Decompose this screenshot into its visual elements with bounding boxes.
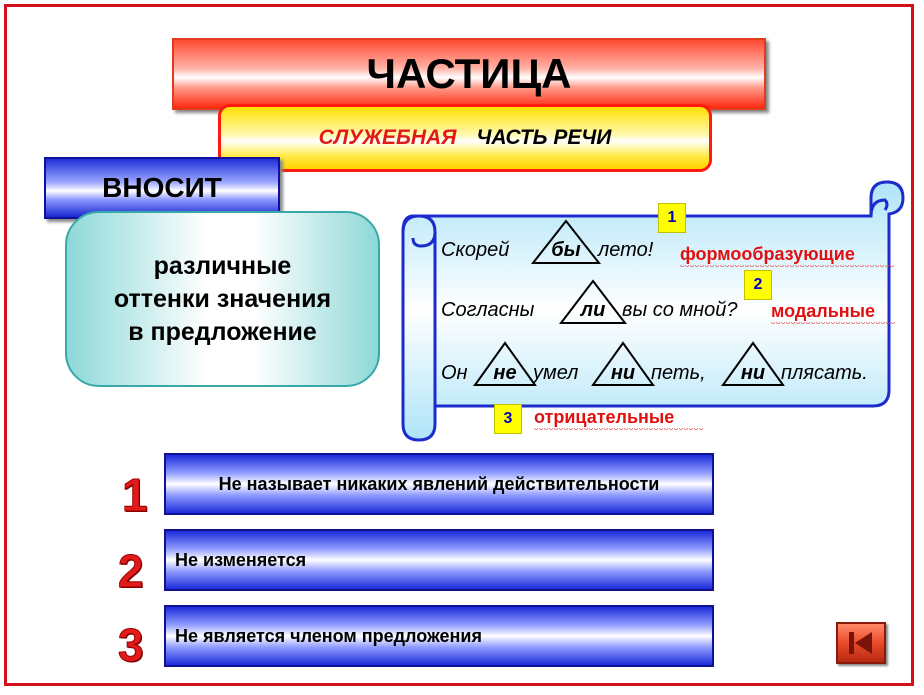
sentence-3-word-1: Он — [441, 362, 468, 384]
page-title: ЧАСТИЦА — [366, 50, 572, 97]
feature-number-2: 2 — [118, 545, 145, 598]
sentence-3-word-2: умел — [533, 362, 579, 384]
sentence-1-after: лето! — [598, 239, 654, 261]
title-banner: ЧАСТИЦА — [172, 38, 766, 110]
particle-triangle-3 — [473, 341, 537, 386]
sentence-2-after: вы со мной? — [622, 299, 738, 321]
back-button[interactable] — [836, 622, 886, 664]
feature-text-1: Не называет никаких явлений действительн… — [218, 473, 660, 494]
meaning-line-3: в предложение — [128, 317, 317, 346]
sentence-3-word-3: петь, — [651, 362, 706, 384]
meaning-line-1: различные — [153, 251, 292, 280]
spell-underline-1 — [680, 265, 894, 269]
subtitle-banner: СЛУЖЕБНАЯ ЧАСТЬ РЕЧИ — [218, 104, 712, 172]
feature-bar-2: Не изменяется — [164, 529, 714, 591]
sentence-2-before: Согласны — [441, 299, 535, 321]
type-number-1: 1 — [658, 203, 686, 233]
back-to-start-icon — [849, 632, 872, 654]
meaning-text: различные оттенки значения в предложение — [114, 250, 331, 349]
spell-underline-2 — [771, 322, 895, 326]
feature-text-3: Не является членом предложения — [175, 625, 482, 646]
particle-ne: не — [493, 362, 517, 384]
feature-number-1: 1 — [122, 469, 149, 522]
sentence-1-before: Скорей — [441, 239, 510, 261]
feature-number-3: 3 — [118, 619, 145, 672]
sentence-3-word-4: плясать. — [781, 362, 868, 384]
spell-underline-3 — [534, 428, 704, 432]
feature-bar-1: Не называет никаких явлений действительн… — [164, 453, 714, 515]
type-label-modal: модальные — [771, 301, 876, 321]
particle-ni-1: ни — [610, 362, 636, 384]
particle-triangle-4 — [591, 341, 655, 386]
type-number-3: 3 — [494, 404, 522, 434]
vnosit-label: ВНОСИТ — [102, 172, 222, 203]
particle-triangle-5 — [721, 341, 785, 386]
type-number-2: 2 — [744, 270, 772, 300]
meaning-line-2: оттенки значения — [113, 284, 332, 313]
particle-li: ли — [580, 299, 606, 321]
particle-triangle-2 — [558, 279, 628, 324]
particle-ni-2: ни — [740, 362, 766, 384]
subtitle-black: ЧАСТЬ РЕЧИ — [476, 126, 612, 149]
type-label-negative: отрицательные — [534, 407, 675, 427]
particle-triangle-1 — [530, 219, 602, 264]
type-label-formative: формообразующие — [680, 244, 855, 264]
feature-text-2: Не изменяется — [175, 549, 307, 570]
subtitle-red: СЛУЖЕБНАЯ — [318, 126, 457, 149]
particle-by: бы — [551, 239, 581, 261]
slide-frame — [4, 4, 914, 686]
vnosit-banner: ВНОСИТ — [44, 157, 280, 219]
meaning-box: различные оттенки значения в предложение — [65, 211, 380, 387]
feature-bar-3: Не является членом предложения — [164, 605, 714, 667]
